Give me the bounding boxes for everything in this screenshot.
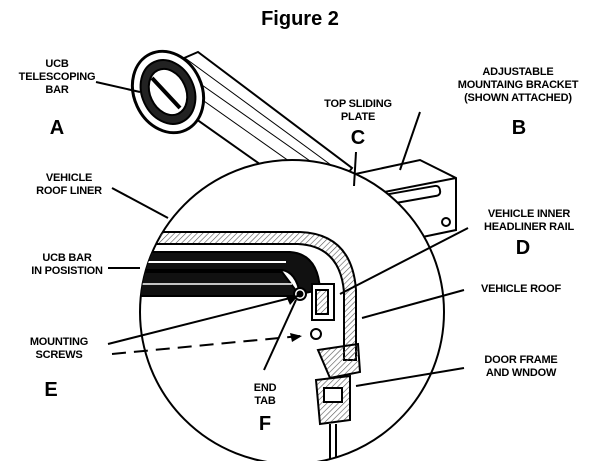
letter-b: B: [511, 117, 527, 139]
label-line: TOP SLIDING: [324, 98, 392, 110]
label-line: DOOR FRAME: [484, 354, 558, 366]
door-frame: [314, 342, 362, 461]
label-line: UCB: [45, 58, 69, 70]
label-line: UCB BAR: [42, 252, 92, 264]
label-line: VEHICLE: [45, 172, 93, 184]
label-line: (SHOWN ATTACHED): [464, 92, 572, 104]
figure-title: Figure 2: [261, 8, 339, 30]
label-top-sliding-plate: TOP SLIDING PLATE: [316, 98, 400, 124]
label-line: TAB: [254, 395, 276, 407]
label-end-tab: END TAB: [240, 382, 290, 408]
label-line: END: [253, 382, 277, 394]
label-door-frame: DOOR FRAME AND WNDOW: [466, 354, 576, 380]
headliner-rail: [293, 283, 335, 340]
letter-d: D: [515, 237, 531, 259]
label-line: ADJUSTABLE: [482, 66, 554, 78]
label-line: VEHICLE INNER: [487, 208, 571, 220]
letter-a: A: [49, 117, 65, 139]
arrowheads: [286, 296, 302, 342]
label-bar-in-position: UCB BAR IN POSISTION: [24, 252, 110, 278]
label-line: TELESCOPING: [18, 71, 96, 83]
label-vehicle-roof: VEHICLE ROOF: [466, 283, 576, 296]
label-line: MOUNTAING BRACKET: [457, 79, 579, 91]
label-headliner-rail: VEHICLE INNER HEADLINER RAIL: [470, 208, 588, 234]
label-line: AND WNDOW: [485, 367, 557, 379]
label-line: MOUNTING: [29, 336, 89, 348]
letter-c: C: [350, 127, 366, 149]
label-mounting-bracket: ADJUSTABLE MOUNTAING BRACKET (SHOWN ATTA…: [448, 66, 588, 105]
label-line: PLATE: [340, 111, 376, 123]
label-line: ROOF LINER: [36, 185, 102, 197]
ucb-bar-in-position: [140, 251, 322, 297]
label-mounting-screws: MOUNTING SCREWS: [14, 336, 104, 362]
letter-f: F: [258, 413, 272, 435]
letter-e: E: [44, 379, 58, 401]
label-line: HEADLINER RAIL: [483, 221, 575, 233]
label-line: SCREWS: [35, 349, 83, 361]
label-roof-liner: VEHICLE ROOF LINER: [24, 172, 114, 198]
label-telescoping-bar: UCB TELESCOPING BAR: [16, 58, 98, 97]
label-line: BAR: [45, 84, 69, 96]
leader-lines: [95, 81, 469, 387]
label-line: VEHICLE ROOF: [480, 283, 562, 295]
label-line: IN POSISTION: [31, 265, 103, 277]
